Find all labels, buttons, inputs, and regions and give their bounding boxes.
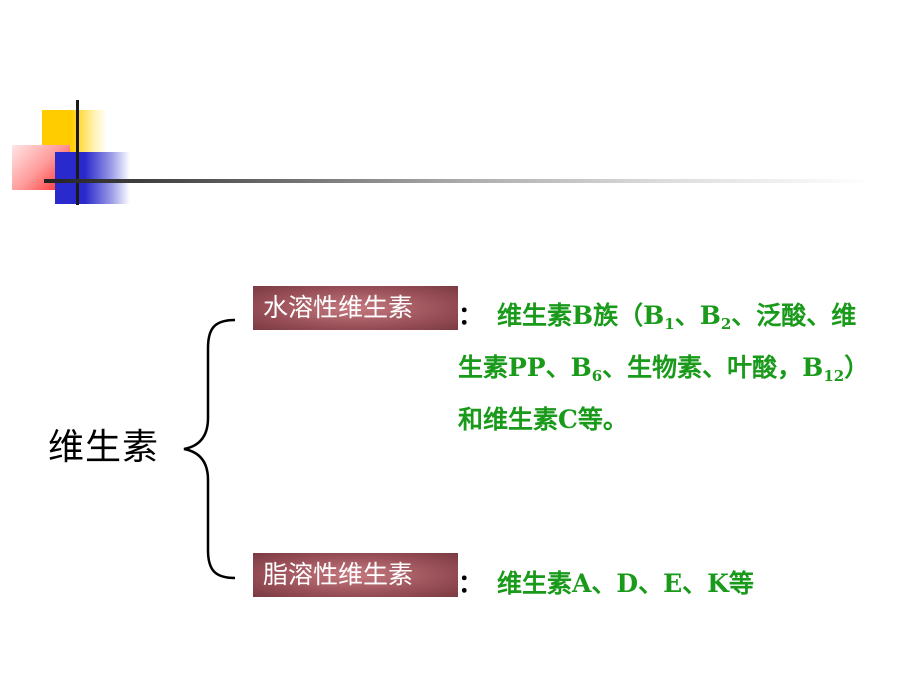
subscript: 12 [823, 367, 845, 385]
subscript: 1 [664, 315, 675, 333]
water-soluble-description: ： 维生素B族（B1、B2、泛酸、维生素PP、B6、生物素、叶酸，B12）和维生素… [458, 294, 878, 442]
fat-soluble-tag: 脂溶性维生素 [253, 553, 458, 597]
subscript: 2 [720, 315, 732, 333]
curly-brace-icon [183, 318, 236, 580]
desc-text: ）和维生素C等。 [458, 353, 870, 434]
decorative-blue-square [55, 152, 130, 204]
desc-text: 、泛酸、维生素PP、B [458, 301, 857, 382]
desc-text: 、生物素、叶酸，B [602, 353, 824, 382]
title-divider-line [44, 179, 874, 183]
colon: ： [458, 301, 484, 330]
desc-text: 维生素B族（B [497, 301, 665, 330]
desc-text: 维生素A、D、E、K等 [497, 569, 754, 598]
decorative-vertical-line [76, 100, 79, 205]
root-label: 维生素 [48, 427, 160, 468]
water-soluble-tag: 水溶性维生素 [253, 286, 458, 330]
colon: ： [458, 569, 484, 598]
fat-soluble-description: ： 维生素A、D、E、K等 [458, 562, 878, 606]
subscript: 6 [591, 367, 603, 385]
desc-text: 、B [674, 301, 721, 330]
